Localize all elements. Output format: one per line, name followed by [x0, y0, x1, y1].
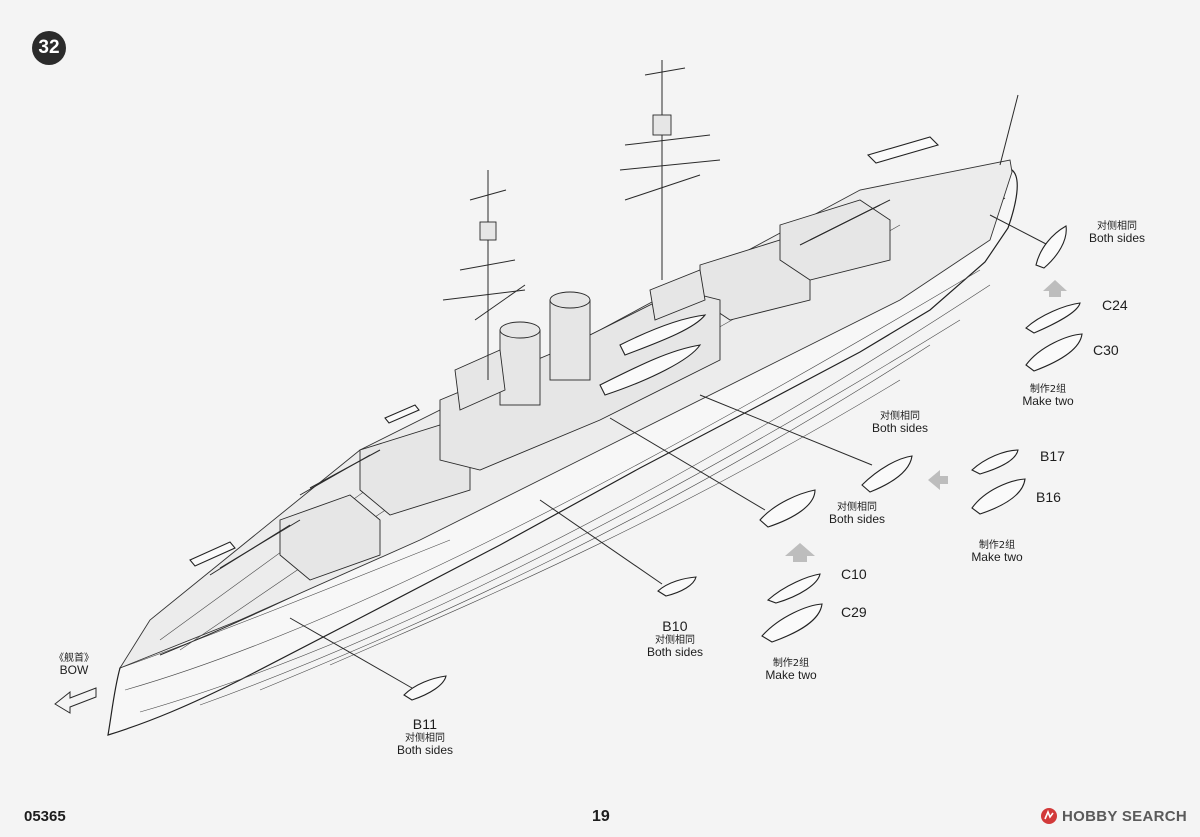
watermark: HOBBY SEARCH [1040, 807, 1187, 825]
stern-pair-cn: 对侧相同 [1097, 221, 1137, 232]
part-label-b11: B11 对侧相同 Both sides [390, 716, 460, 757]
make-two-c-en: Make two [765, 668, 817, 683]
make-two-b-cn: 制作2组 [978, 540, 1016, 551]
step-number-badge: 32 [32, 31, 66, 65]
make-two-label-stern: 制作2组 Make two [1013, 384, 1083, 409]
up-arrow-icon [785, 543, 815, 562]
direction-arrows [54, 280, 1067, 714]
part-b10-cn: 对侧相同 [655, 634, 695, 646]
leader-lines [289, 214, 1049, 689]
part-code-c24: C24 [1102, 297, 1128, 313]
make-two-label-b: 制作2组 Make two [962, 540, 1032, 565]
masts [442, 60, 1019, 380]
turrets [209, 199, 891, 581]
make-two-stern-en: Make two [1022, 394, 1074, 409]
part-code-b16: B16 [1036, 489, 1061, 505]
bow-label: 《舰首》 BOW [46, 653, 102, 678]
superstructure [439, 269, 721, 471]
mid-pair-en: Both sides [828, 512, 886, 527]
bow-label-cn: 《舰首》 [54, 653, 94, 664]
part-code-c10: C10 [841, 566, 867, 582]
hobby-search-logo-icon [1041, 808, 1057, 824]
part-code-b10: B10 [662, 618, 688, 634]
page-number: 19 [592, 808, 610, 825]
upper-pair-label: 对侧相同 Both sides [865, 411, 935, 436]
part-b11-cn: 对侧相同 [405, 732, 445, 744]
upper-pair-cn: 对侧相同 [880, 411, 920, 422]
bow-label-en: BOW [59, 663, 89, 678]
left-arrow-icon [928, 470, 948, 490]
watermark-text: HOBBY SEARCH [1062, 807, 1188, 825]
part-code-c30: C30 [1093, 342, 1119, 358]
make-two-label-c: 制作2组 Make two [756, 658, 826, 683]
part-b10-en: Both sides [646, 644, 704, 659]
mid-pair-cn: 对侧相同 [837, 502, 877, 513]
stern-pair-en: Both sides [1088, 231, 1146, 246]
part-code-c29: C29 [841, 604, 867, 620]
product-code: 05365 [24, 808, 66, 825]
mid-pair-label: 对侧相同 Both sides [822, 502, 892, 527]
part-code-b17: B17 [1040, 448, 1065, 464]
up-arrow-icon [1043, 280, 1067, 297]
make-two-b-en: Make two [971, 550, 1023, 565]
bow-arrow-icon [54, 687, 97, 714]
stern-pair-label: 对侧相同 Both sides [1082, 221, 1152, 246]
upper-pair-en: Both sides [871, 421, 929, 436]
make-two-c-cn: 制作2组 [772, 658, 810, 669]
part-b11-en: Both sides [396, 742, 454, 757]
make-two-stern-cn: 制作2组 [1029, 384, 1067, 395]
loose-boats [403, 225, 1083, 701]
deck-boats [189, 136, 940, 567]
part-label-b10: B10 对侧相同 Both sides [640, 618, 710, 659]
part-code-b11: B11 [412, 716, 438, 732]
